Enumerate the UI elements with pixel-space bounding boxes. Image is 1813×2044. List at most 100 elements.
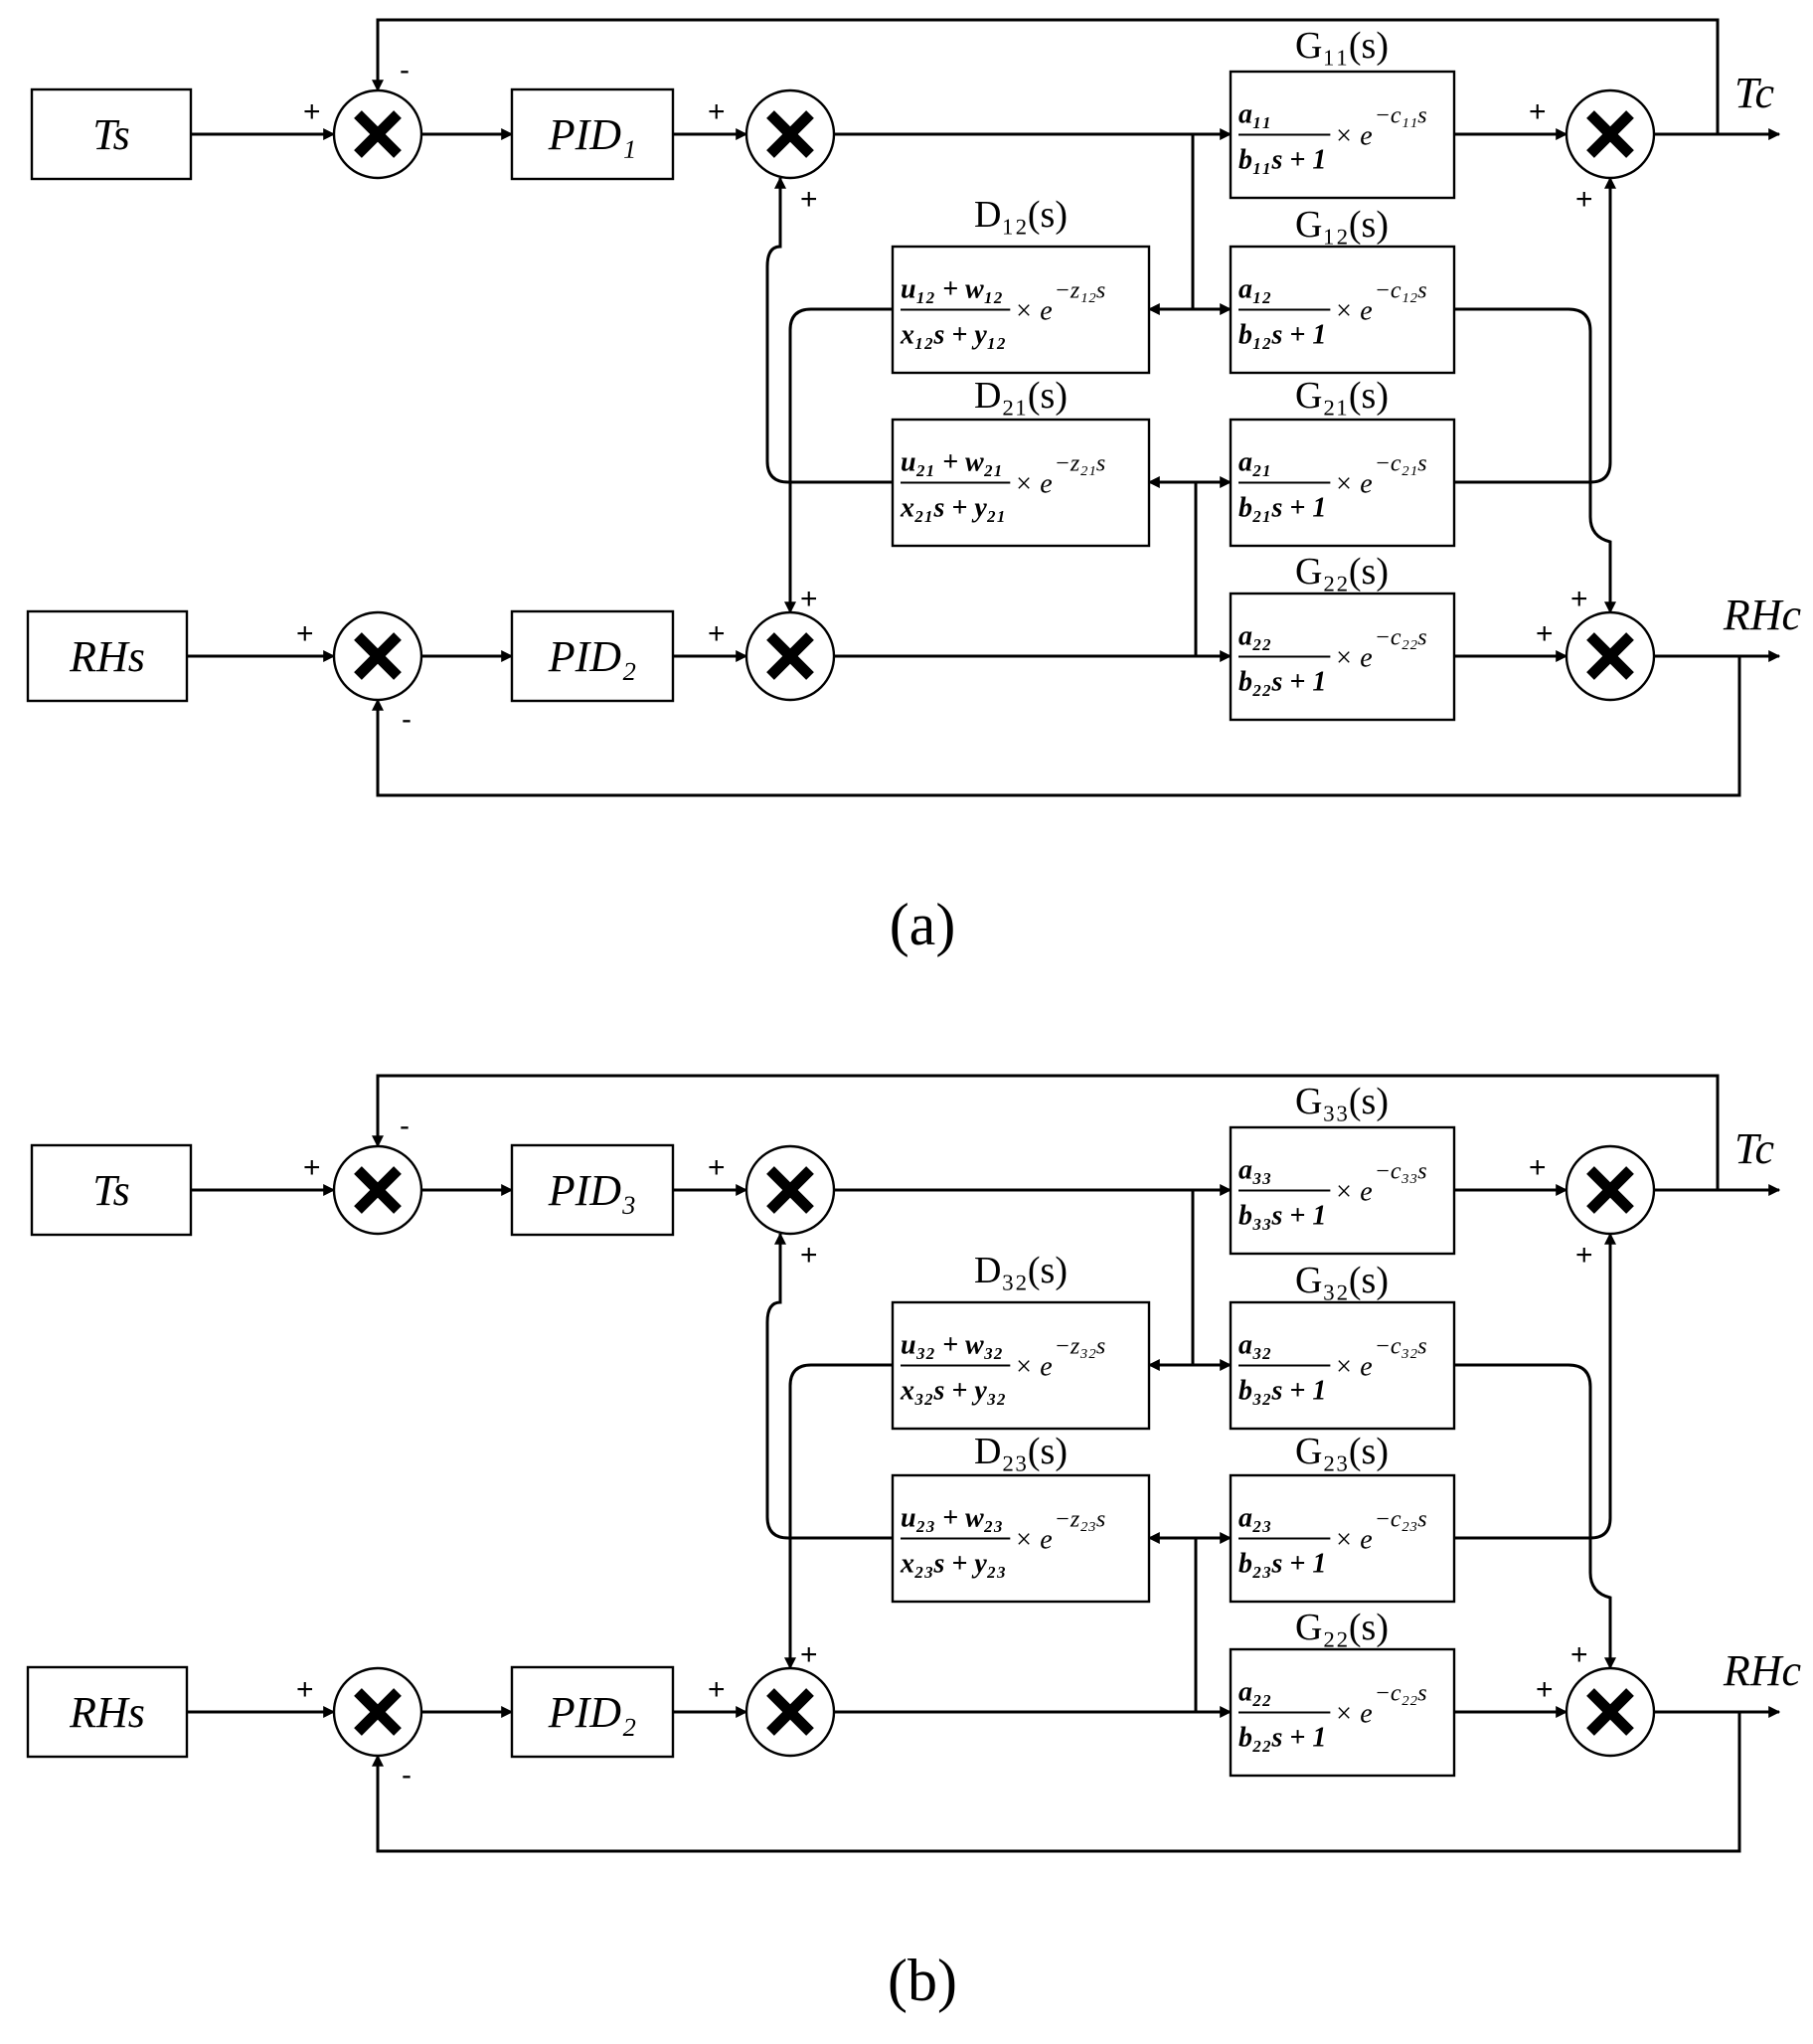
tf-delay-factor: × e bbox=[1334, 1525, 1372, 1556]
tf-delay-exponent: −c₁₁s bbox=[1375, 103, 1427, 129]
setpoint-top-block: Ts bbox=[30, 1143, 193, 1237]
tf-delay-factor: × e bbox=[1334, 1352, 1372, 1383]
summing-junction-decouple-bottom bbox=[744, 1666, 836, 1758]
plus-sign: + bbox=[1570, 583, 1588, 615]
summing-junction-output-bottom bbox=[1565, 1666, 1656, 1758]
pid-top-block: PID₃ bbox=[510, 1143, 675, 1237]
plant-cross-to-bottom-sum bbox=[1454, 1363, 1616, 1670]
pid-top-block-frame bbox=[510, 1143, 675, 1237]
plus-sign: + bbox=[1575, 1239, 1593, 1272]
panel-caption: (a) bbox=[890, 892, 956, 957]
tf-delay-exponent: −c₂₂s bbox=[1375, 1681, 1427, 1707]
summing-cross-stroke bbox=[1586, 1166, 1634, 1214]
setpoint-top-block-frame bbox=[30, 87, 193, 181]
decoupler-lower-output bbox=[765, 176, 893, 484]
plus-sign: + bbox=[800, 183, 818, 216]
tf-denominator: b₂₁s + 1 bbox=[1238, 493, 1326, 524]
decoupler-title-lower: D₂₃(s) bbox=[974, 1431, 1068, 1472]
plant-cross-to-top-sum bbox=[1454, 1232, 1616, 1540]
plus-sign: + bbox=[296, 1673, 314, 1706]
plus-sign: + bbox=[1575, 183, 1593, 216]
tf-numerator: u₂₃ + w₂₃ bbox=[901, 1503, 1003, 1534]
tf-denominator: x₁₂s + y₁₂ bbox=[900, 320, 1006, 351]
tf-denominator: x₂₃s + y₂₃ bbox=[900, 1549, 1006, 1580]
pid-bottom-block-label: PID₂ bbox=[548, 1688, 637, 1737]
pid-top-block-frame bbox=[510, 87, 675, 181]
plus-sign: + bbox=[1529, 1151, 1547, 1184]
plus-sign: + bbox=[800, 583, 818, 615]
summing-cross-stroke bbox=[766, 110, 814, 158]
tf-numerator: a₂₃ bbox=[1238, 1503, 1272, 1534]
tf-numerator: a₂₂ bbox=[1238, 621, 1272, 652]
feedback-bottom bbox=[372, 1712, 1741, 1853]
tf-numerator: a₂₂ bbox=[1238, 1677, 1272, 1708]
setpoint-bottom-block-frame bbox=[26, 609, 189, 703]
minus-sign: - bbox=[400, 1109, 410, 1142]
tf-delay-exponent: −c₃₃s bbox=[1375, 1159, 1427, 1185]
summing-junction-error-top bbox=[332, 88, 423, 180]
tf-delay-exponent: −c₂₃s bbox=[1375, 1507, 1427, 1533]
feedback-bottom bbox=[372, 656, 1741, 797]
decoupler-upper-output bbox=[784, 307, 893, 614]
plus-sign: + bbox=[296, 617, 314, 650]
summing-junction-decouple-top bbox=[744, 88, 836, 180]
setpoint-bottom-block: RHs bbox=[26, 1665, 189, 1759]
plant-title-1: G₃₃(s) bbox=[1295, 1081, 1389, 1122]
plant-cross-to-top-sum bbox=[1454, 176, 1616, 484]
setpoint-top-block-label: Ts bbox=[92, 110, 130, 159]
tf-delay-factor: × e bbox=[1334, 296, 1372, 327]
summing-junction-error-top bbox=[332, 1144, 423, 1236]
plant-title-4: G₂₂(s) bbox=[1295, 551, 1389, 593]
summing-cross-stroke bbox=[354, 1166, 402, 1214]
plant-title-3: G₂₃(s) bbox=[1295, 1431, 1389, 1472]
setpoint-bottom-block-label: RHs bbox=[69, 1688, 145, 1737]
tf-delay-factor: × e bbox=[1334, 643, 1372, 674]
summing-junction-decouple-bottom bbox=[744, 610, 836, 702]
plant-title-2: G₁₂(s) bbox=[1295, 204, 1389, 246]
decoupler-title-upper: D₃₂(s) bbox=[974, 1250, 1068, 1291]
summing-cross-stroke bbox=[1586, 632, 1634, 680]
pid-bottom-block: PID₂ bbox=[510, 609, 675, 703]
summing-cross-stroke bbox=[766, 632, 814, 680]
tf-delay-factor: × e bbox=[1014, 1352, 1052, 1383]
tf-delay-exponent: −z₂₃s bbox=[1055, 1507, 1106, 1533]
setpoint-bottom-block: RHs bbox=[26, 609, 189, 703]
tf-denominator: b₁₁s + 1 bbox=[1238, 145, 1326, 176]
summing-cross-stroke bbox=[354, 1688, 402, 1736]
tf-numerator: u₃₂ + w₃₂ bbox=[901, 1330, 1003, 1361]
minus-sign: - bbox=[402, 1759, 412, 1791]
tf-delay-factor: × e bbox=[1014, 296, 1052, 327]
panel-caption: (b) bbox=[888, 1948, 957, 2013]
plus-sign: + bbox=[708, 1673, 726, 1706]
tf-numerator: a₃₃ bbox=[1238, 1155, 1272, 1186]
plus-sign: + bbox=[303, 1151, 321, 1184]
plus-sign: + bbox=[1570, 1638, 1588, 1671]
plant-title-2: G₃₂(s) bbox=[1295, 1260, 1389, 1301]
plant-cross-to-bottom-sum bbox=[1454, 307, 1616, 614]
tf-numerator: a₃₂ bbox=[1238, 1330, 1272, 1361]
setpoint-bottom-block-label: RHs bbox=[69, 632, 145, 681]
plus-sign: + bbox=[1536, 617, 1554, 650]
feedback-top bbox=[372, 18, 1720, 134]
tf-denominator: b₂₂s + 1 bbox=[1238, 667, 1326, 698]
feedback-top bbox=[372, 1074, 1720, 1190]
tf-numerator: a₂₁ bbox=[1238, 447, 1272, 478]
output-bottom-label: RHc bbox=[1723, 591, 1802, 639]
tf-denominator: x₃₂s + y₃₂ bbox=[900, 1376, 1006, 1407]
pid-top-block: PID₁ bbox=[510, 87, 675, 181]
output-top-label: Tc bbox=[1734, 69, 1774, 117]
output-top-label: Tc bbox=[1734, 1124, 1774, 1173]
tf-denominator: b₂₂s + 1 bbox=[1238, 1723, 1326, 1754]
